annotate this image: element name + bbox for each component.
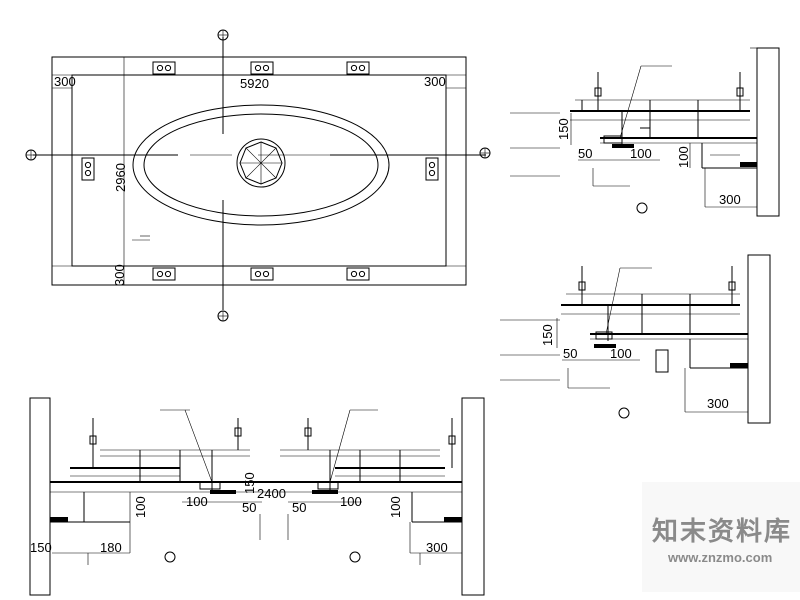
section-marker-icon xyxy=(164,551,176,563)
section-marker-icon xyxy=(636,202,648,214)
dim-mid: 100 xyxy=(610,346,632,361)
section-bottom: 2400 150 100 50 50 100 100 100 150 180 3… xyxy=(29,397,485,596)
spotlight-icon xyxy=(250,267,274,281)
dim-height: 150 xyxy=(556,118,571,140)
dim-left: 50 xyxy=(578,146,592,161)
spotlight-icon xyxy=(346,61,370,75)
axis-marker-top xyxy=(217,29,229,41)
section-right-top: 150 50 100 100 300 xyxy=(510,47,780,217)
dim-wall-right: 300 xyxy=(426,540,448,555)
dim-total-height: 2960 xyxy=(113,163,128,192)
watermark: 知末资料库 www.znzmo.com xyxy=(642,482,800,592)
dim-total-width: 5920 xyxy=(240,76,269,91)
dim-left-a: 100 xyxy=(186,494,208,509)
dim-right-b: 100 xyxy=(340,494,362,509)
dim-span: 2400 xyxy=(257,486,286,501)
dim-wall: 300 xyxy=(707,396,729,411)
axis-marker-left xyxy=(25,149,37,161)
dim-drop-right: 100 xyxy=(388,496,403,518)
spotlight-icon xyxy=(425,157,439,181)
dim-mid: 100 xyxy=(630,146,652,161)
dim-height: 150 xyxy=(540,324,555,346)
watermark-background xyxy=(642,482,800,592)
dim-left-margin: 300 xyxy=(54,74,76,89)
ellipse-inner xyxy=(143,113,379,217)
axis-marker-bottom xyxy=(217,310,229,322)
watermark-url: www.znzmo.com xyxy=(667,550,772,565)
spotlight-icon xyxy=(152,267,176,281)
dim-left-b: 50 xyxy=(242,500,256,515)
spotlight-fixtures xyxy=(81,61,439,281)
dim-height: 150 xyxy=(242,472,257,494)
dim-drop: 100 xyxy=(676,146,691,168)
section-marker-icon xyxy=(618,407,630,419)
ceiling-plan: 300 5920 300 2960 300 xyxy=(25,29,491,322)
concrete-wall-left xyxy=(29,397,51,596)
ellipse-outer xyxy=(132,104,390,226)
dim-wall-left-b: 180 xyxy=(100,540,122,555)
watermark-text: 知末资料库 xyxy=(652,517,792,547)
concrete-wall xyxy=(747,254,771,424)
section-marker-icon xyxy=(349,551,361,563)
central-lamp-icon xyxy=(236,138,286,188)
dim-wall: 300 xyxy=(719,192,741,207)
concrete-wall-right xyxy=(461,397,485,596)
concrete-wall xyxy=(756,47,780,217)
section-right-mid: 150 50 100 300 xyxy=(500,254,771,424)
dim-drop-left: 100 xyxy=(133,496,148,518)
axis-marker-right xyxy=(479,147,491,159)
dim-wall-left-a: 150 xyxy=(30,540,52,555)
plan-inner-frame xyxy=(71,74,447,267)
spotlight-icon xyxy=(346,267,370,281)
dim-bottom-margin: 300 xyxy=(112,264,127,286)
dim-right-a: 50 xyxy=(292,500,306,515)
spotlight-icon xyxy=(152,61,176,75)
dim-right-margin: 300 xyxy=(424,74,446,89)
spotlight-icon xyxy=(81,157,95,181)
spotlight-icon xyxy=(250,61,274,75)
dim-left: 50 xyxy=(563,346,577,361)
plan-outer-frame xyxy=(51,56,467,286)
